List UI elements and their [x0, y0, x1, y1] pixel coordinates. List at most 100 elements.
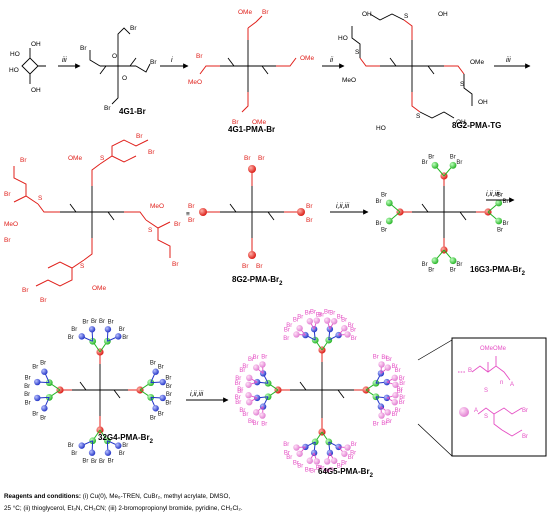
atom-br: Br	[375, 199, 381, 205]
atom-br: Br	[71, 451, 77, 457]
atom-oh: OH	[438, 11, 448, 18]
atom-br: Br	[316, 466, 322, 472]
blue-node	[88, 326, 96, 333]
red-node	[199, 208, 207, 216]
atom-br: Br	[261, 354, 267, 360]
atom-br: Br	[261, 422, 267, 428]
atom-br: Br	[386, 357, 392, 363]
atom-br: Br	[235, 376, 241, 382]
arrow-5-label: i,ii,iii	[336, 203, 350, 210]
green-node	[431, 257, 439, 265]
blue-node	[88, 449, 96, 456]
legend-br: Br	[522, 434, 528, 440]
arrow-1-label: iii	[62, 57, 67, 64]
pink-node	[344, 444, 351, 451]
atom-br: Br	[242, 412, 248, 418]
green-node	[449, 161, 457, 169]
atom-br: Br	[24, 392, 30, 398]
atom-br: Br	[119, 327, 125, 333]
atom-br: Br	[293, 317, 299, 323]
blue-node	[115, 333, 122, 340]
blue-node	[78, 333, 85, 340]
atom-br: Br	[375, 221, 381, 227]
pink-node	[306, 318, 314, 325]
atom-br: Br	[348, 455, 354, 461]
pink-node	[246, 398, 253, 406]
atom-br: Br	[32, 412, 38, 418]
pink-node	[344, 331, 351, 338]
reagents-line-2: 25 °C; (ii) thioglycerol, Et₃N, CH₃CN; (…	[4, 504, 243, 512]
atom-br: Br	[381, 421, 387, 427]
atom-br: Br	[399, 395, 405, 401]
atom-br: Br	[381, 355, 387, 361]
atom-br: Br	[237, 389, 243, 395]
atom-br: Br	[165, 375, 171, 381]
atom-br: Br	[68, 443, 74, 449]
atom-br: Br	[166, 384, 172, 390]
atom-meo: MeO	[188, 79, 202, 86]
atom-ome: OMe	[252, 119, 266, 126]
atom-br: Br	[24, 384, 30, 390]
atom-br: Br	[172, 261, 179, 268]
atom-br: Br	[329, 468, 335, 474]
blue-node	[41, 405, 48, 412]
atom-br: Br	[283, 336, 289, 342]
compound-8g2-pma-tg: S S S S OH OH HO OH HO OH OMe MeO	[338, 11, 488, 132]
atom-br: Br	[196, 53, 203, 60]
atom-br: Br	[150, 415, 156, 421]
atom-br: Br	[373, 354, 379, 360]
atom-br: Br	[174, 221, 181, 228]
atom-br: Br	[136, 133, 143, 140]
atom-br: Br	[150, 59, 157, 66]
equivalence-symbol: ≡	[186, 211, 190, 218]
atom-br: Br	[381, 227, 387, 233]
pink-node	[306, 457, 314, 464]
atom-br: Br	[422, 160, 428, 166]
atom-br: Br	[293, 461, 299, 467]
atom-s: S	[80, 263, 85, 270]
atom-br: Br	[150, 361, 156, 367]
atom-br: Br	[283, 442, 289, 448]
atom-br: Br	[237, 387, 243, 393]
atom-br: Br	[329, 310, 335, 316]
atom-br: Br	[399, 381, 405, 387]
blue-node	[104, 326, 112, 333]
atom-s: S	[148, 227, 153, 234]
label-8g2-pma-tg: 8G2-PMA-TG	[452, 121, 501, 130]
atom-br: Br	[235, 381, 241, 387]
pink-node	[296, 325, 303, 332]
pink-node	[391, 374, 398, 382]
atom-br: Br	[324, 468, 330, 474]
atom-ome: OMe	[238, 9, 252, 16]
atom-br: Br	[399, 376, 405, 382]
atom-br: Br	[397, 387, 403, 393]
atom-o: O	[112, 53, 117, 60]
atom-br: Br	[381, 193, 387, 199]
atom-br: Br	[25, 401, 31, 407]
label-8g2-pma-br2: 8G2-PMA-Br2	[232, 275, 283, 287]
green-node	[385, 217, 393, 225]
atom-br: Br	[253, 421, 259, 427]
atom-s: S	[355, 49, 360, 56]
atom-br: Br	[386, 419, 392, 425]
atom-ho: HO	[10, 51, 20, 58]
atom-br: Br	[392, 364, 398, 370]
label-4g1-br: 4G1-Br	[119, 107, 146, 116]
pink-node	[330, 318, 338, 325]
atom-br: Br	[32, 364, 38, 370]
atom-oh: OH	[362, 11, 372, 18]
atom-br: Br	[306, 203, 313, 210]
compound-4g1-pma-br: OMe Br Br MeO OMe Br OMe	[188, 9, 314, 126]
blue-node	[115, 442, 122, 449]
atom-br: Br	[450, 154, 456, 160]
pink-node	[313, 317, 320, 324]
atom-br: Br	[497, 227, 503, 233]
pink-node	[245, 392, 252, 399]
atom-br: Br	[235, 400, 241, 406]
atom-br: Br	[258, 155, 265, 162]
atom-ho: HO	[376, 125, 386, 132]
atom-br: Br	[248, 357, 254, 363]
compound-8g2-pma-br2: Br Br Br Br Br Br Br Br	[188, 155, 313, 270]
